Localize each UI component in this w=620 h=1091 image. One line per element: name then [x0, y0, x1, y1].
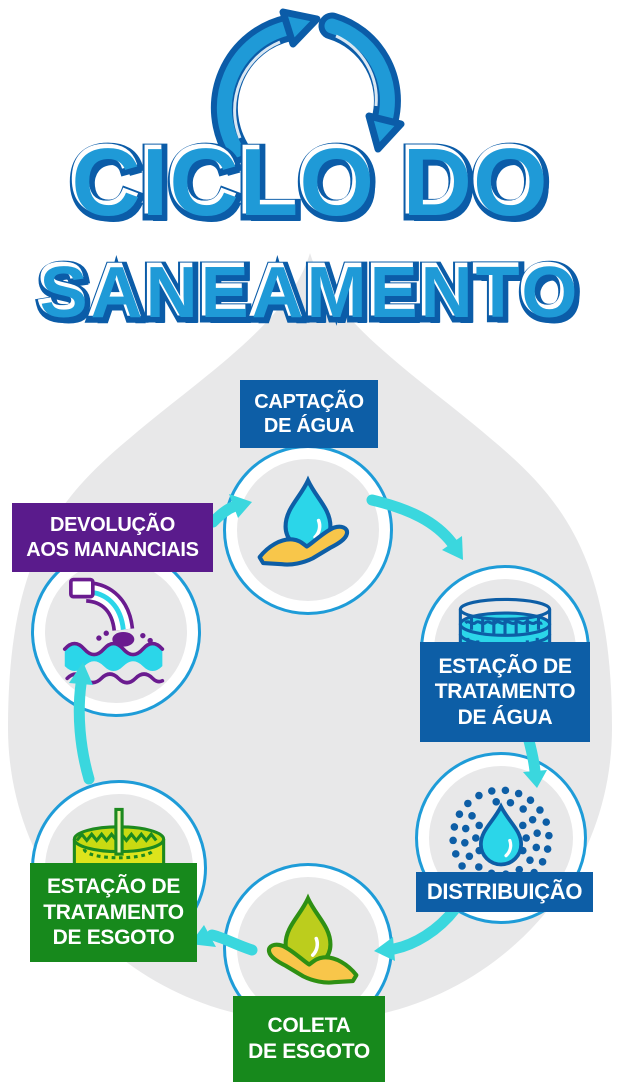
- label-estacao-tratamento-agua: ESTAÇÃO DE TRATAMENTO DE ÁGUA: [420, 642, 590, 742]
- label-line: TRATAMENTO: [434, 680, 576, 704]
- label-line: CAPTAÇÃO: [254, 390, 364, 413]
- label-line: ESTAÇÃO DE: [46, 875, 181, 899]
- label-line: COLETA: [267, 1014, 351, 1038]
- label-captacao: CAPTAÇÃO DE ÁGUA: [240, 380, 378, 448]
- label-devolucao-mananciais: DEVOLUÇÃO AOS MANANCIAIS: [12, 503, 213, 572]
- label-line: DEVOLUÇÃO: [49, 514, 176, 537]
- label-coleta-esgoto: COLETA DE ESGOTO: [233, 996, 385, 1082]
- label-line: DE ÁGUA: [457, 705, 553, 729]
- label-distribuicao: DISTRIBUIÇÃO: [416, 872, 593, 912]
- label-line: DE ÁGUA: [263, 415, 355, 437]
- label-line: TRATAMENTO: [43, 900, 184, 924]
- label-line: AOS MANANCIAIS: [26, 538, 199, 561]
- pipe-discharge-icon: [62, 577, 165, 685]
- node-captacao: [223, 445, 393, 615]
- hand-holding-water-drop-icon: [257, 475, 350, 567]
- hand-holding-sewage-drop-icon: [266, 893, 359, 985]
- label-line: DISTRIBUIÇÃO: [426, 878, 583, 904]
- label-line: DE ESGOTO: [248, 1040, 370, 1063]
- label-line: DE ESGOTO: [52, 926, 175, 950]
- label-estacao-tratamento-esgoto: ESTAÇÃO DE TRATAMENTO DE ESGOTO: [30, 863, 197, 962]
- node-devolucao-mananciais: [31, 547, 201, 717]
- label-line: ESTAÇÃO DE: [438, 654, 572, 678]
